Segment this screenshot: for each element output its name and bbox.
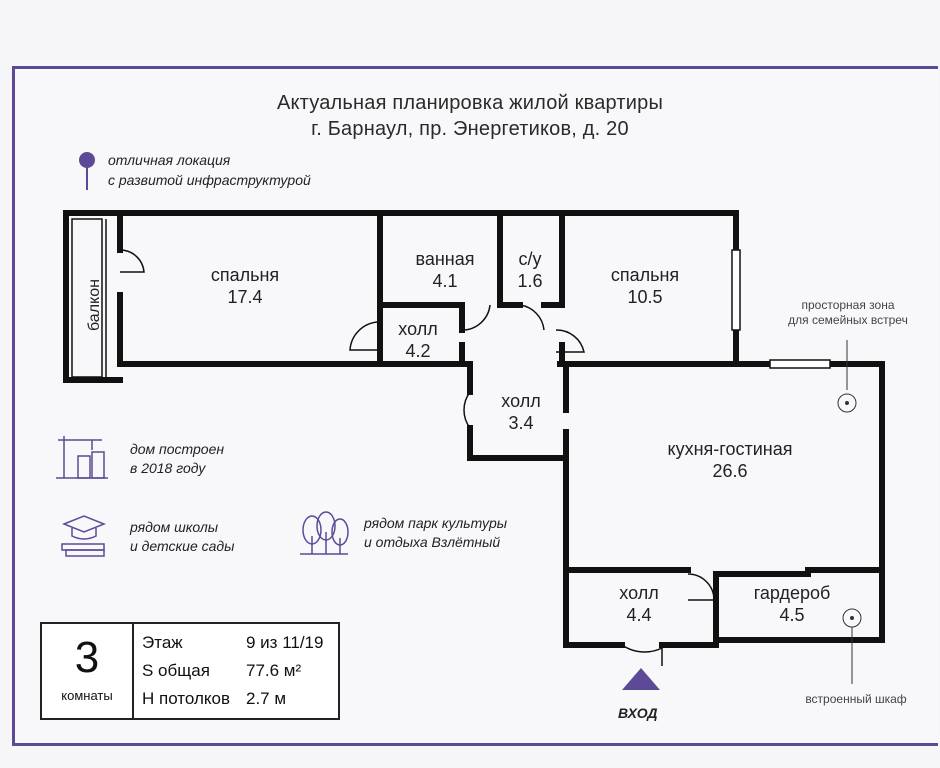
room-bedroom-2-name: спальня [610,265,680,285]
apartment-info-box: 3 комнаты Этаж 9 из 11/19 S общая 77.6 м… [40,622,340,720]
floor-value: 9 из 11/19 [246,633,324,652]
location-note: отличная локация с развитой инфраструкту… [108,150,311,190]
title-line-2: г. Барнаул, пр. Энергетиков, д. 20 [311,118,629,140]
ceiling-row: Н потолков 2.7 м [142,688,286,710]
area-value: 77.6 м² [246,661,302,680]
room-balcony: балкон [84,273,106,337]
room-hall-2: холл 3.4 [476,390,566,434]
feature-schools-line-1: рядом школы [130,519,219,535]
room-bathroom: ванная 4.1 [395,248,495,292]
room-hall-3-area: 4.4 [626,605,652,625]
room-kitchen-living: кухня-гостиная 26.6 [630,438,830,482]
rooms-count: 3 [74,633,100,682]
entry-label: ВХОД [618,705,658,721]
room-hall-3-name: холл [619,583,659,603]
room-bedroom-1-area: 17.4 [227,287,263,307]
family-zone-line-1: просторная зона [801,298,895,312]
room-hall-1: холл 4.2 [378,318,458,362]
page-title: Актуальная планировка жилой квартиры г. … [0,90,940,142]
family-zone-note: просторная зона для семейных встреч [768,298,928,328]
floor-row: Этаж 9 из 11/19 [142,632,323,654]
room-hall-2-name: холл [501,391,541,411]
room-hall-1-area: 4.2 [405,341,431,361]
title-line-1: Актуальная планировка жилой квартиры [276,92,664,114]
room-bathroom-area: 4.1 [432,271,458,291]
building-crane-icon [56,436,108,479]
trees-icon [300,511,349,555]
feature-schools: рядом школы и детские сады [130,518,234,556]
room-wardrobe: гардероб 4.5 [728,582,856,626]
room-bedroom-2-area: 10.5 [627,287,663,307]
entry-marker [622,668,660,690]
family-zone-line-2: для семейных встреч [788,313,908,327]
room-bedroom-1: спальня 17.4 [180,264,310,308]
room-balcony-name: балкон [86,279,103,331]
closet-note: встроенный шкаф [805,692,907,706]
room-hall-2-area: 3.4 [508,413,534,433]
ceiling-label: Н потолков [142,689,230,708]
room-toilet: с/у 1.6 [502,248,558,292]
room-wardrobe-name: гардероб [753,583,831,603]
room-bedroom-2: спальня 10.5 [580,264,710,308]
feature-built-line-2: в 2018 году [130,460,206,476]
info-divider [132,624,134,718]
room-kitchen-living-name: кухня-гостиная [667,439,793,459]
feature-schools-line-2: и детские сады [130,538,235,554]
graduation-cap-books-icon [61,515,107,557]
area-label: S общая [142,661,210,680]
location-line-1: отличная локация [108,152,231,168]
rooms-label: комнаты [61,688,113,703]
room-hall-1-name: холл [398,319,438,339]
feature-built: дом построен в 2018 году [130,440,224,478]
feature-park: рядом парк культуры и отдыха Взлётный [364,514,507,552]
room-bathroom-name: ванная [415,249,475,269]
room-kitchen-living-area: 26.6 [712,461,748,481]
room-hall-3: холл 4.4 [594,582,684,626]
room-wardrobe-area: 4.5 [779,605,805,625]
feature-built-line-1: дом построен [130,441,225,457]
map-pin-icon [79,152,95,190]
floor-label: Этаж [142,633,183,652]
feature-park-line-1: рядом парк культуры [364,515,508,531]
area-row: S общая 77.6 м² [142,660,301,682]
feature-park-line-2: и отдыха Взлётный [364,534,501,550]
location-line-2: с развитой инфраструктурой [108,172,311,188]
room-toilet-name: с/у [518,249,542,269]
room-bedroom-1-name: спальня [210,265,280,285]
room-toilet-area: 1.6 [517,271,543,291]
ceiling-value: 2.7 м [246,689,287,708]
